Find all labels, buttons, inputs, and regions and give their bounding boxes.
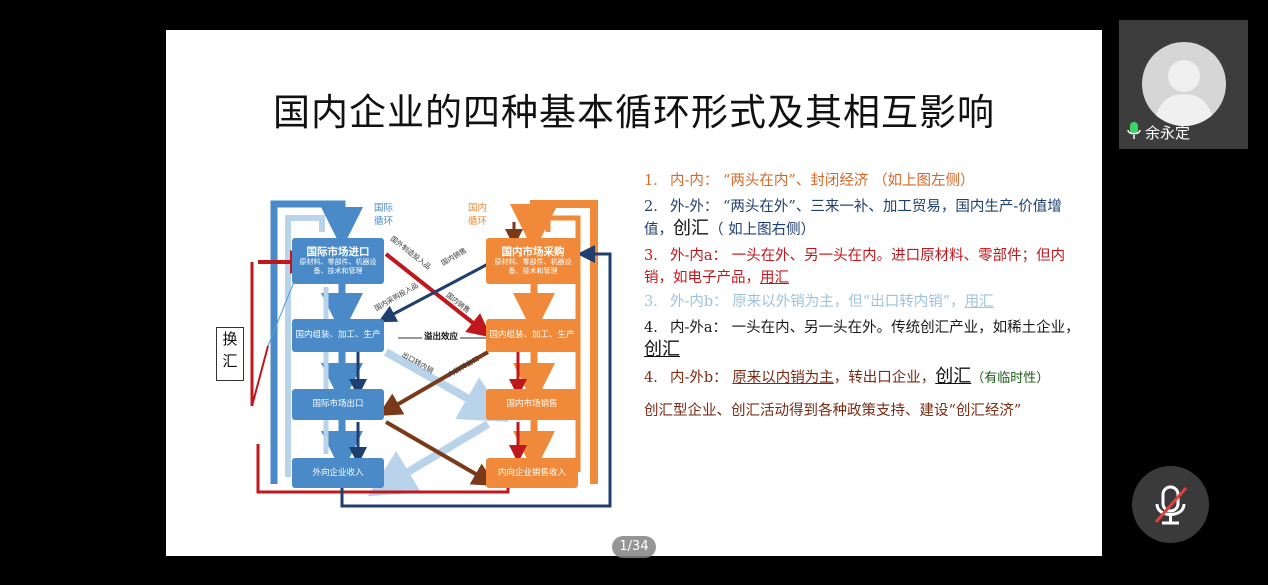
slide: 国内企业的四种基本循环形式及其相互影响 — [166, 30, 1102, 556]
overflow-effect-label: 溢出效应 — [422, 330, 461, 342]
slide-title: 国内企业的四种基本循环形式及其相互影响 — [273, 91, 995, 134]
person-icon — [1154, 60, 1214, 126]
mic-toggle-button[interactable] — [1132, 466, 1209, 543]
intl-import-box: 国际市场进口 原材料、零部件、机器设备、技术和管理 — [292, 238, 384, 284]
mic-active-icon — [1127, 121, 1141, 145]
exchange-label: 换 汇 — [216, 327, 244, 381]
left-processing-box: 国内组装、加工、生产 — [292, 319, 384, 352]
note-item: 3.外-内b： 原来以外销为主，但“出口转内销”，用汇 — [644, 294, 994, 310]
foreign-income-box: 外向企业收入 — [292, 458, 384, 488]
intl-cycle-label: 国际 循环 — [374, 203, 394, 227]
diagram-arrows — [250, 200, 612, 508]
note-item: 2.外-外： “两头在外”、三来一补、加工贸易，国内生产-价值增值，创汇（ 如上… — [644, 199, 1062, 239]
dom-cycle-label: 国内 循环 — [468, 203, 488, 227]
participant-tile[interactable]: 余永定 — [1119, 20, 1248, 149]
notes-list: 1.内-内： “两头在内”、封闭经济 （如上图左侧） 2.外-外： “两头在外”… — [644, 170, 1084, 422]
dom-sales-box: 国内市场销售 — [486, 389, 578, 420]
right-processing-box: 国内组装、加工、生产 — [486, 319, 578, 352]
note-item: 4.内-外b： 原来以内销为主，转出口企业，创汇（有临时性） — [644, 366, 1050, 387]
note-item: 4.内-外a： 一头在内、另一头在外。传统创汇产业，如稀土企业，创汇 — [644, 320, 1080, 360]
note-item: 1.内-内： “两头在内”、封闭经济 （如上图左侧） — [644, 173, 975, 189]
domestic-income-box: 内向企业销售收入 — [486, 458, 578, 488]
participant-name: 余永定 — [1145, 124, 1191, 142]
mic-muted-icon — [1154, 485, 1188, 525]
summary-text: 创汇型企业、创汇活动得到各种政策支持、建设“创汇经济” — [644, 403, 1022, 419]
dom-purchase-box: 国内市场采购 原材料、零部件、机器设备、技术和管理 — [486, 238, 580, 284]
avatar — [1142, 42, 1226, 126]
cycle-diagram: 国际 循环 国内 循环 国际市场进口 原材料、零部件、机器设备、技术和管理 国内… — [218, 192, 618, 517]
intl-export-box: 国际市场出口 — [292, 389, 384, 420]
note-item: 3.外-内a： 一头在外、另一头在内。进口原材料、零部件；但内销，如电子产品，用… — [644, 248, 1066, 286]
page-indicator[interactable]: 1/34 — [612, 536, 656, 558]
